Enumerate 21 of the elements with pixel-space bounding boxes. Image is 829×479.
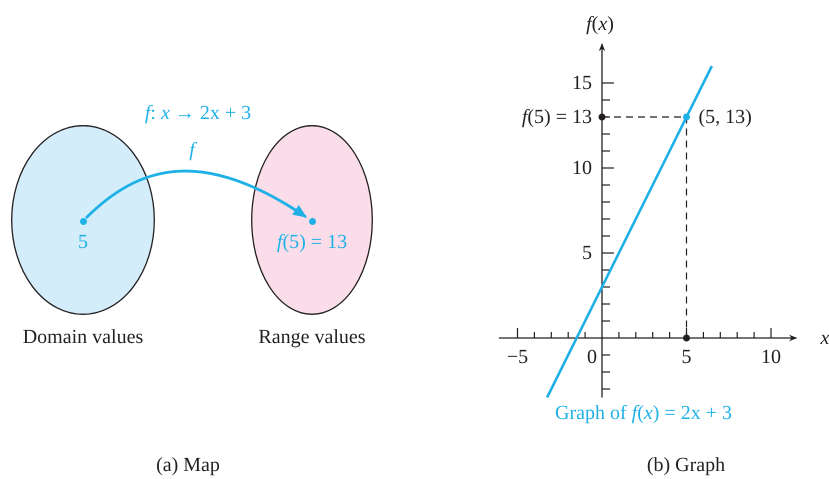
set-label: Range values xyxy=(258,327,366,347)
tick-label: 10 xyxy=(761,347,781,367)
value-label: f(5) = 13 xyxy=(276,232,348,252)
axis-label: x xyxy=(820,328,829,348)
tick-label: 5 xyxy=(682,347,692,367)
tick-label: 0 xyxy=(587,347,597,367)
edge-label: f xyxy=(187,140,197,160)
panel-caption: (b) Graph xyxy=(646,455,726,475)
line-label: Graph of f(x) = 2x + 3 xyxy=(555,403,732,423)
panel-caption: (a) Map xyxy=(156,455,220,475)
tick-label: f(5) = 13 xyxy=(522,107,592,127)
tick-label: −5 xyxy=(506,347,528,367)
tick-label: 5 xyxy=(582,243,592,263)
tick-label: 10 xyxy=(572,158,592,178)
value-label: 5 xyxy=(78,232,88,252)
set-label: Domain values xyxy=(22,327,144,347)
axis-label: f(x) xyxy=(586,14,614,34)
arrow xyxy=(85,170,307,220)
tick-label: 15 xyxy=(572,73,592,93)
function-label: f: x → 2x + 3 xyxy=(144,103,252,123)
point-label: (5, 13) xyxy=(698,107,752,127)
